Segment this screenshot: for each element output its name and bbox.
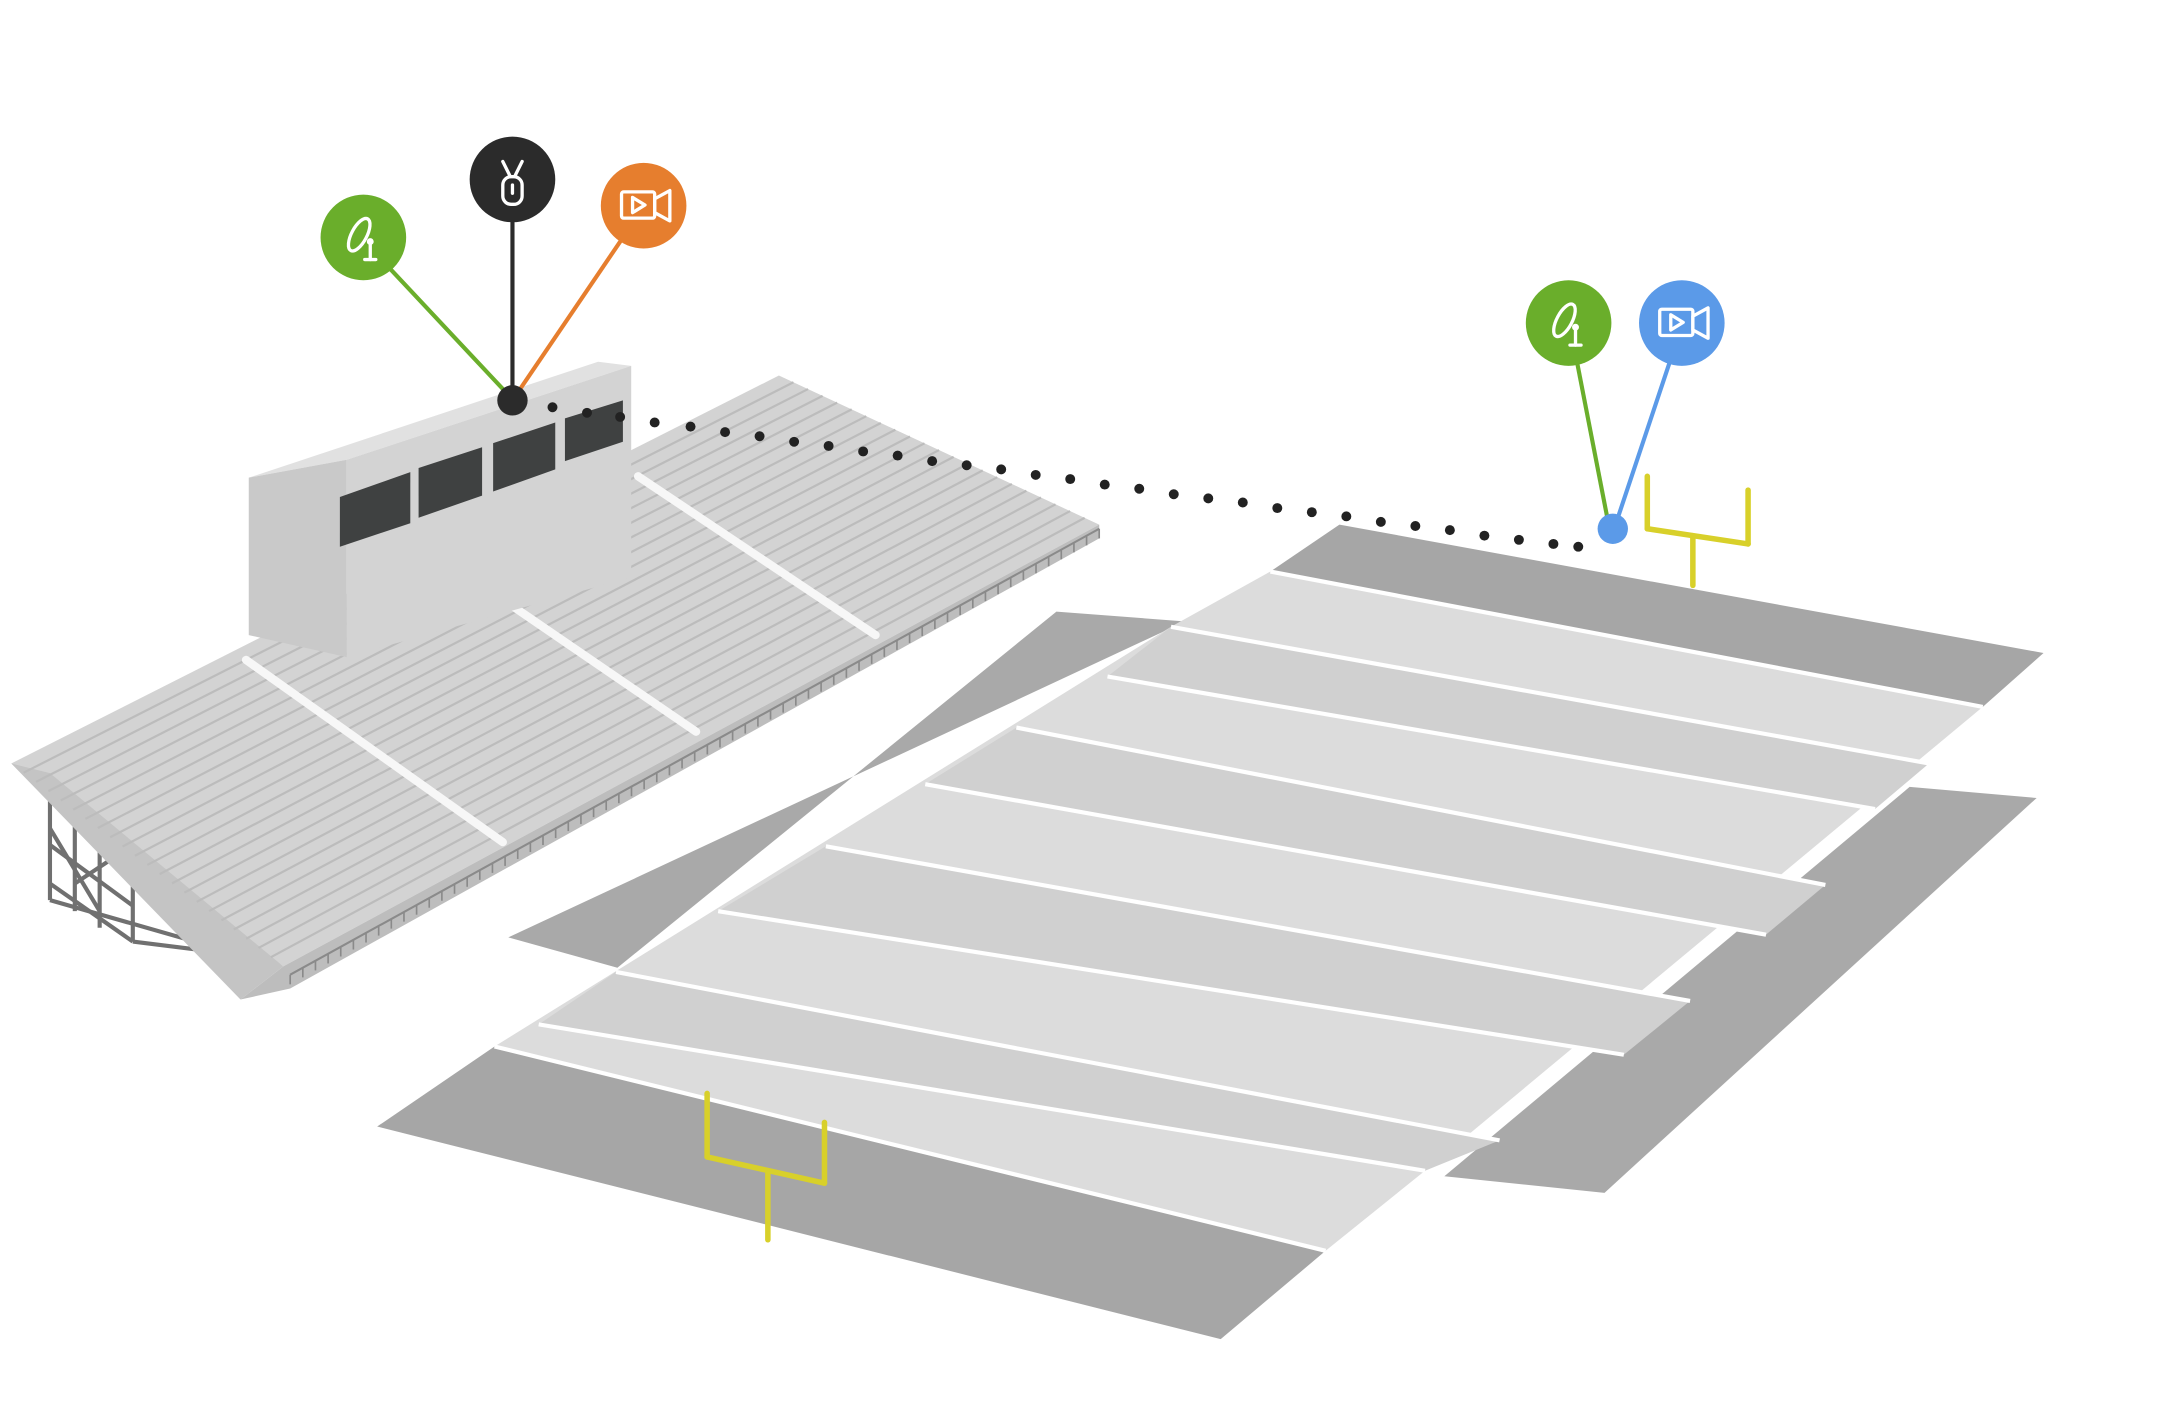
link-dot	[1134, 483, 1145, 494]
marker-pressbox-satellite[interactable]	[320, 194, 407, 281]
yard-line	[494, 1044, 1327, 1253]
marker-field-video[interactable]	[1639, 280, 1725, 366]
link-dot	[823, 440, 834, 451]
link-dot	[1065, 474, 1076, 485]
yard-line	[717, 909, 1625, 1057]
yard-line	[1015, 725, 1826, 887]
link-dot	[649, 417, 660, 428]
press-box-front	[248, 459, 347, 658]
link-dot	[789, 436, 800, 447]
link-dot	[1573, 541, 1584, 552]
field-stripe	[925, 727, 1826, 935]
link-dot	[1548, 538, 1559, 549]
press-box-side	[346, 365, 632, 658]
yard-line	[615, 969, 1500, 1143]
link-dot	[685, 421, 696, 432]
bleachers	[11, 375, 1101, 1000]
link-dot	[927, 456, 938, 467]
link-dot	[1306, 507, 1317, 518]
field-anchor-dot	[1597, 513, 1628, 544]
bleacher-step	[97, 421, 882, 830]
football-field	[377, 524, 2044, 1340]
wireless-transmitter-icon	[501, 159, 524, 206]
bleacher-step	[122, 435, 911, 848]
marker-pressbox-video[interactable]	[600, 162, 687, 249]
link-dot	[1479, 530, 1490, 541]
goalpost-near	[704, 1090, 828, 1243]
press-box	[248, 361, 632, 658]
connection-dotted-line	[547, 402, 1584, 552]
satellite-dish-icon	[1552, 302, 1583, 347]
video-camera-icon	[1658, 306, 1710, 340]
bleacher-step	[196, 476, 998, 903]
bleacher-step	[109, 428, 896, 839]
link-dot	[858, 446, 869, 457]
press-box-window	[418, 447, 483, 518]
link-dot	[547, 402, 558, 413]
yard-line	[1170, 624, 1930, 766]
link-dot	[1168, 489, 1179, 500]
bleacher-step	[233, 496, 1042, 931]
link-dot	[1341, 511, 1352, 522]
goalpost-far	[1644, 473, 1751, 589]
press-box-window	[564, 400, 623, 462]
pressbox-anchor-dot	[497, 385, 528, 416]
link-dot	[1237, 497, 1248, 508]
link-dot	[961, 460, 972, 471]
link-dot	[582, 407, 592, 418]
link-dot	[996, 464, 1007, 475]
link-dot	[1513, 534, 1524, 545]
link-dot	[754, 431, 765, 442]
press-box-window	[493, 422, 556, 492]
bleacher-railing	[289, 527, 1101, 985]
video-camera-icon	[619, 188, 672, 223]
yard-line	[924, 782, 1767, 937]
bleacher-step	[270, 516, 1086, 959]
field-stripe	[538, 971, 1500, 1171]
press-box-top	[248, 361, 632, 478]
field-stripe	[718, 846, 1691, 1055]
bleacher-step	[183, 469, 984, 894]
bleacher-step	[208, 482, 1013, 913]
end-zone-far	[1270, 524, 2044, 707]
link-dot	[1203, 493, 1214, 504]
yard-line	[1270, 569, 1984, 709]
bleacher-aisles	[241, 472, 880, 847]
link-dot	[1444, 525, 1455, 536]
bleacher-step	[134, 442, 926, 857]
link-dot	[720, 427, 731, 438]
bleacher-front-edge	[240, 524, 1100, 1000]
link-dot	[892, 450, 903, 461]
yard-lines	[494, 569, 1984, 1253]
marker-pressbox-transmitter[interactable]	[469, 136, 556, 223]
yard-line	[1107, 674, 1876, 812]
sideline-apron-near	[1444, 786, 2037, 1193]
link-dot	[1410, 521, 1421, 531]
bleacher-step	[258, 510, 1071, 949]
satellite-dish-icon	[346, 216, 378, 262]
field-stripe	[1107, 626, 1929, 810]
link-dot	[1099, 479, 1110, 490]
link-dot	[1272, 503, 1283, 514]
link-dot	[615, 411, 626, 422]
bleacher-step	[220, 489, 1027, 922]
link-dot	[1375, 516, 1386, 527]
press-box-window	[339, 472, 411, 547]
bleacher-step	[245, 503, 1057, 940]
yard-line	[825, 844, 1691, 1003]
bleacher-step	[159, 455, 955, 876]
bleacher-side	[11, 763, 284, 1000]
bleacher-step	[171, 462, 969, 885]
bleacher-step	[146, 449, 940, 866]
yard-line	[538, 1022, 1426, 1173]
link-dot	[1030, 469, 1041, 480]
end-zone-near	[377, 1046, 1326, 1340]
marker-field-satellite[interactable]	[1525, 280, 1612, 366]
